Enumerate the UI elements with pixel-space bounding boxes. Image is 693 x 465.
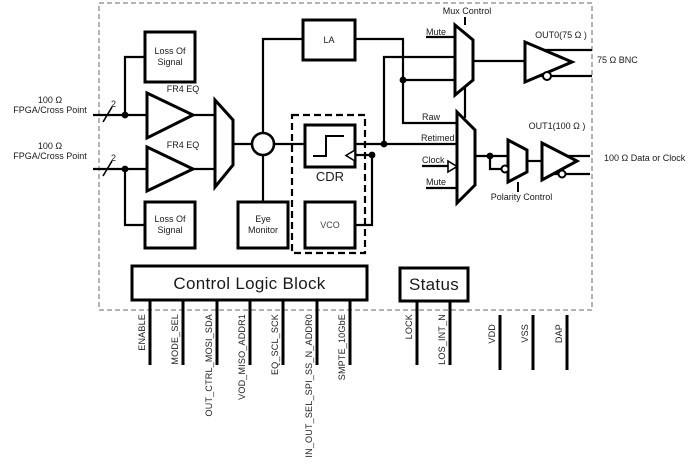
bus-width-1: 2: [111, 153, 117, 163]
out1-label: OUT1(100 Ω ): [528, 121, 586, 131]
la-box: [301, 18, 357, 62]
mute-out1-label: Mute: [426, 177, 447, 187]
bus-width-0: 2: [111, 99, 117, 109]
fr4-eq-top-label: FR4 EQ: [166, 84, 200, 94]
out1-external-label: 100 Ω Data or Clock: [604, 153, 686, 163]
input0-impedance: 100 Ω: [37, 95, 63, 105]
polarity-mux: [506, 137, 529, 185]
wire-in1-los: [123, 169, 145, 227]
loss-of-signal-bottom-label: Loss Of Signal: [154, 214, 186, 235]
out1-inv-bubble: [557, 169, 567, 179]
out0-external-label: 75 Ω BNC: [597, 55, 638, 65]
out0-label: OUT0(75 Ω ): [535, 30, 587, 40]
pin-label-smpte-10gbe: SMPTE_10GbE: [337, 314, 347, 381]
mute-out0-label: Mute: [426, 27, 447, 37]
raw-label: Raw: [422, 112, 441, 122]
status-box: [398, 266, 470, 303]
mux-clock-arrow-icon: [447, 159, 459, 174]
pin-label-los-int-n: LOS_INT_N: [437, 314, 447, 365]
wire-vco-clock: [355, 153, 374, 227]
pin-label-enable: ENABLE: [137, 314, 147, 351]
vco-box: [303, 200, 357, 250]
slicer-box: [303, 123, 357, 169]
control-logic-label: Control Logic Block: [173, 273, 326, 293]
eye-monitor-label: Eye Monitor: [247, 214, 278, 235]
slicer-step-icon: [313, 135, 344, 157]
wire-retimed-out0mux: [382, 55, 455, 144]
wire-in0-los: [123, 55, 145, 115]
bus-slash-0: [102, 106, 113, 123]
out0-inv-bubble: [542, 71, 552, 81]
out1-mux: [455, 108, 477, 207]
pin-label-vdd: VDD: [487, 324, 497, 344]
pin-label-lock: LOCK: [404, 314, 414, 340]
input0-source: FPGA/Cross Point: [13, 105, 87, 115]
pin-label-dap: DAP: [554, 324, 564, 344]
polarity-inv-bubble: [500, 164, 510, 174]
loss-of-signal-top-box: [143, 30, 197, 84]
cdr-label: CDR: [315, 169, 345, 184]
input-mux: [213, 96, 235, 192]
fr4-eq-top-amp: [145, 90, 197, 141]
pin-label-mode-sel: MODE_SEL: [170, 314, 180, 365]
polarity-control-label: Polarity Control: [490, 192, 553, 202]
retimed-label: Retimed: [421, 133, 455, 143]
vco-label: VCO: [320, 219, 340, 230]
pin-label-in-out-sel: IN_OUT_SEL_SPI_SS_N_ADDR0: [304, 314, 314, 458]
control-logic-box: [130, 264, 369, 302]
pin-stubs: [148, 300, 569, 370]
signal-node: [250, 131, 276, 157]
mux-control-label: Mux Control: [442, 6, 492, 16]
pin-label-eq-scl-sck: EQ_SCL_SCK: [270, 314, 280, 376]
input1-label: 100 Ω FPGA/Cross Point: [5, 141, 95, 161]
out0-mux: [453, 21, 475, 99]
junction-dots: [121, 76, 494, 173]
pin-label-vss: VSS: [520, 324, 530, 343]
fr4-eq-bottom-amp: [145, 144, 197, 194]
loss-of-signal-bottom-box: [143, 200, 197, 250]
slicer-clock-arrow-icon: [344, 148, 356, 163]
input0-label: 100 Ω FPGA/Cross Point: [5, 95, 95, 115]
la-label: LA: [323, 34, 335, 45]
eye-monitor-box: [236, 200, 290, 250]
clock-label: Clock: [422, 155, 445, 165]
wire-polarity-inv: [488, 156, 501, 171]
bus-slash-1: [102, 160, 113, 177]
pin-label-out-ctrl-mosi-sda: OUT_CTRL_MOSI_SDA: [204, 314, 214, 417]
wires: [93, 35, 592, 227]
fr4-eq-bottom-label: FR4 EQ: [166, 140, 200, 150]
wire-node-la: [261, 37, 303, 133]
cdr-dashed-box: [290, 113, 367, 255]
pin-label-vod-miso-addr1: VOD_MISO_ADDR1: [237, 314, 247, 400]
loss-of-signal-top-label: Loss Of Signal: [154, 46, 186, 67]
input1-impedance: 100 Ω: [37, 141, 63, 151]
input1-source: FPGA/Cross Point: [13, 151, 87, 161]
status-label: Status: [409, 275, 459, 294]
